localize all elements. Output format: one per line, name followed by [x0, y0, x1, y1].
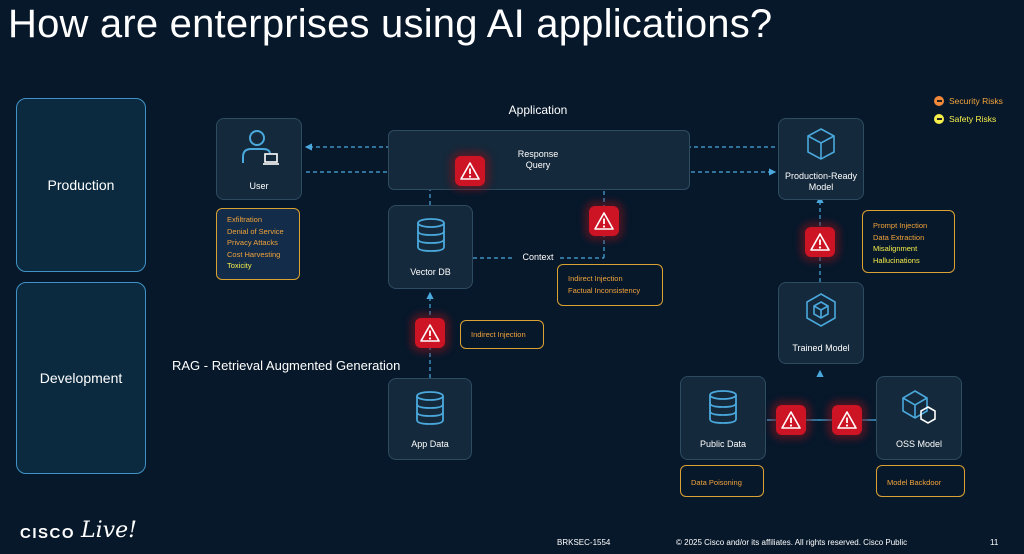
trained-model-icon: [806, 293, 836, 327]
model-risks-box: Prompt Injection Data Extraction Misalig…: [862, 210, 955, 273]
risk-item: Misalignment: [873, 244, 918, 253]
rag-label: RAG - Retrieval Augmented Generation: [172, 358, 401, 373]
response-label: Response: [517, 149, 559, 159]
warning-icon: [589, 206, 619, 236]
database-icon: [417, 218, 445, 252]
risk-item: Data Extraction: [873, 232, 925, 242]
public-data-risks-box: Data Poisoning: [680, 465, 764, 497]
risk-item: Privacy Attacks: [227, 238, 278, 247]
vector-db-node: Vector DB: [388, 205, 473, 289]
vector-risks-box: Indirect Injection: [460, 320, 544, 349]
trained-model-label: Trained Model: [792, 343, 850, 353]
user-risks-box: Exfiltration Denial of Service Privacy A…: [216, 208, 300, 280]
risk-item: Prompt Injection: [873, 221, 928, 230]
app-data-label: App Data: [411, 439, 449, 449]
risk-item: Data Poisoning: [691, 478, 742, 487]
development-phase: Development: [16, 282, 146, 474]
development-label: Development: [39, 370, 123, 386]
production-model-label-line1: Production-Ready: [784, 171, 858, 181]
warning-icon: [455, 156, 485, 186]
oss-model-icon: [902, 390, 936, 424]
safety-risk-legend-icon: [934, 114, 944, 124]
production-model-node: Production-Ready Model: [778, 118, 864, 200]
risk-item: Factual Inconsistency: [568, 285, 641, 295]
security-risk-legend-icon: [934, 96, 944, 106]
logo-live-text: Live!: [81, 518, 137, 543]
risk-item: Indirect Injection: [568, 274, 623, 283]
app-data-node: App Data: [388, 378, 472, 460]
legend: Security Risks Safety Risks: [934, 96, 1003, 124]
logo-cisco-text: CISCO: [20, 525, 76, 542]
security-risk-legend-label: Security Risks: [949, 96, 1003, 106]
production-model-label-line2: Model: [808, 182, 834, 192]
application-label: Application: [508, 103, 568, 117]
context-risks-box: Indirect Injection Factual Inconsistency: [557, 264, 663, 306]
production-label: Production: [47, 177, 115, 193]
oss-model-label: OSS Model: [895, 439, 943, 449]
context-label: Context: [522, 252, 554, 262]
slide-title: How are enterprises using AI application…: [8, 2, 773, 46]
public-data-node: Public Data: [680, 376, 766, 460]
copyright: © 2025 Cisco and/or its affiliates. All …: [676, 538, 908, 547]
page-number: 11: [990, 538, 999, 547]
query-label: Query: [525, 160, 551, 170]
production-phase: Production: [16, 98, 146, 272]
warning-icon: [832, 405, 862, 435]
warning-icon: [776, 405, 806, 435]
safety-risk-legend-label: Safety Risks: [949, 114, 997, 124]
risk-item: Indirect Injection: [471, 330, 526, 339]
vector-db-label: Vector DB: [410, 267, 451, 277]
trained-model-node: Trained Model: [778, 282, 864, 364]
user-icon: [242, 130, 279, 165]
cisco-live-logo: CISCO Live!: [20, 518, 137, 543]
risk-item: Exfiltration: [227, 215, 263, 224]
risk-item: Hallucinations: [873, 255, 920, 265]
cube-icon: [807, 128, 835, 160]
session-code: BRKSEC-1554: [557, 538, 611, 547]
risk-item: Toxicity: [227, 261, 252, 270]
application-box: [388, 130, 690, 190]
user-node: User: [216, 118, 302, 200]
risk-item: Model Backdoor: [887, 478, 942, 487]
risk-item: Denial of Service: [227, 226, 284, 236]
public-data-label: Public Data: [699, 439, 747, 449]
warning-icon: [805, 227, 835, 257]
risk-item: Cost Harvesting: [227, 249, 281, 259]
oss-model-risks-box: Model Backdoor: [876, 465, 965, 497]
user-label: User: [249, 181, 269, 191]
database-icon: [416, 391, 444, 425]
warning-icon: [415, 318, 445, 348]
database-icon: [709, 390, 737, 424]
oss-model-node: OSS Model: [876, 376, 962, 460]
